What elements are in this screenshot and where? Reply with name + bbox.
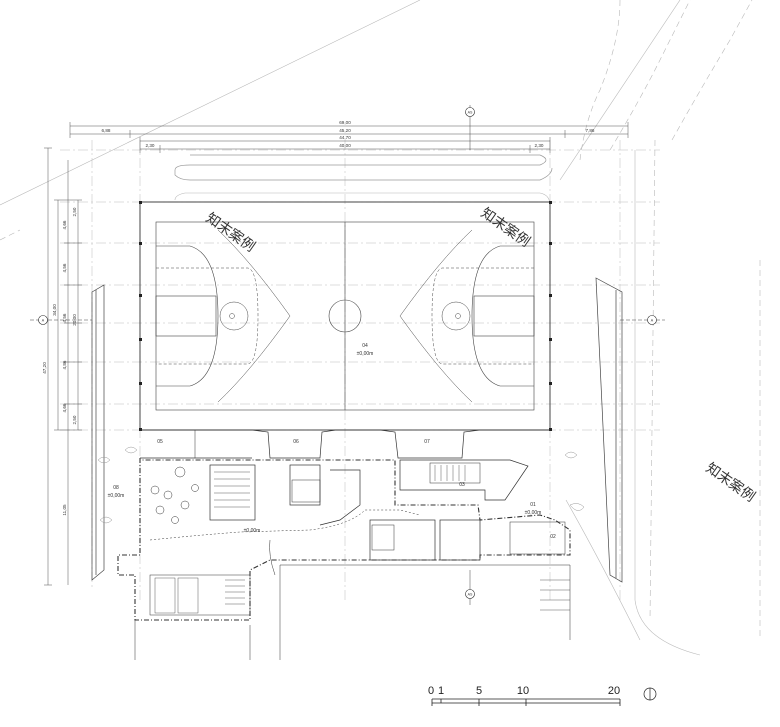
scale-bar bbox=[431, 698, 621, 706]
scale-label-10: 10 bbox=[517, 685, 529, 697]
section-north-label: AS bbox=[468, 111, 473, 115]
planting bbox=[97, 446, 585, 524]
room-07-label: 07 bbox=[424, 439, 430, 445]
section-marker-west: A bbox=[30, 315, 92, 325]
watermark-3: 知末案例 bbox=[703, 459, 758, 504]
room-02-label: 02 bbox=[550, 534, 556, 540]
dim-seg-d: 4,56 bbox=[62, 313, 67, 322]
dim-seg-a: 2,50 bbox=[72, 207, 77, 216]
dim-seg-g: 2,50 bbox=[72, 415, 77, 424]
room-03-label: 03 bbox=[459, 482, 465, 488]
section-marker-east: A bbox=[620, 315, 665, 325]
north-walkway bbox=[174, 154, 553, 181]
room-01-label: 01 bbox=[530, 502, 536, 508]
section-marker-north: AS bbox=[465, 105, 475, 150]
room-01-level: ±0,00m bbox=[525, 510, 542, 516]
section-south-label: AS bbox=[468, 593, 473, 597]
dim-seg-e: 4,86 bbox=[62, 360, 67, 369]
section-marker-south: AS bbox=[465, 570, 475, 605]
north-arrow-icon bbox=[643, 687, 657, 701]
dim-seg-f: 4,66 bbox=[62, 403, 67, 412]
dim-court-width: 40,00 bbox=[339, 143, 351, 148]
west-wing bbox=[91, 284, 105, 581]
sports-hall bbox=[139, 201, 552, 431]
room-08-label: 08 bbox=[113, 485, 119, 491]
section-west-label: A bbox=[42, 319, 45, 323]
lower-rooms bbox=[117, 429, 571, 660]
dim-seg-b: 4,66 bbox=[62, 220, 67, 229]
east-wing bbox=[595, 277, 623, 583]
scale-label-20: 20 bbox=[608, 685, 620, 697]
site-context bbox=[0, 0, 761, 656]
left-dimension-lines bbox=[44, 147, 82, 586]
top-dimension-lines bbox=[69, 122, 629, 153]
room-04-label: 04 bbox=[362, 343, 368, 349]
dim-total-depth: 47,20 bbox=[42, 362, 47, 374]
dim-right-offset: 7,86 bbox=[586, 128, 595, 133]
dim-annex-depth: 11,05 bbox=[62, 504, 67, 516]
dim-overall: 69,00 bbox=[339, 120, 351, 125]
dim-left-offset: 6,88 bbox=[102, 128, 111, 133]
dim-right-margin: 2,30 bbox=[535, 143, 544, 148]
watermark-1: 知末案例 bbox=[203, 209, 258, 254]
dim-building-width: 45,20 bbox=[339, 128, 351, 133]
scale-label-1: 1 bbox=[438, 685, 444, 697]
room-05-label: 05 bbox=[157, 439, 163, 445]
dim-seg-c: 4,56 bbox=[62, 263, 67, 272]
dim-inner-width: 44,70 bbox=[339, 135, 351, 140]
scale-label-5: 5 bbox=[476, 685, 482, 697]
dim-left-margin: 2,30 bbox=[146, 143, 155, 148]
court-level: ±0,00m bbox=[357, 351, 374, 357]
section-east-label: A bbox=[651, 319, 654, 323]
hall-level: ±0,00m bbox=[244, 528, 261, 534]
room-06-label: 06 bbox=[293, 439, 299, 445]
scale-label-0: 0 bbox=[428, 685, 434, 697]
dim-hall-depth: 34,00 bbox=[52, 304, 57, 316]
room-08-level: ±0,00m bbox=[108, 493, 125, 499]
